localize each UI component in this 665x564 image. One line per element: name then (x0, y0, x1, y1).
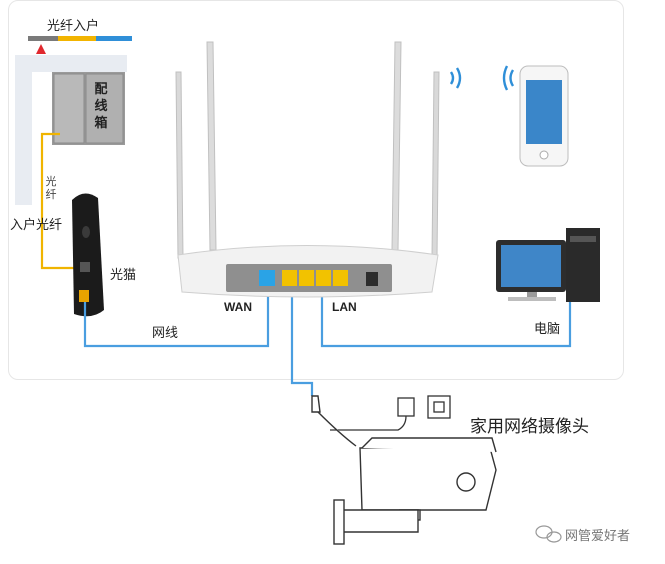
fiber-entry-strip (28, 36, 132, 41)
fiber-vertical-label: 光纤 (45, 176, 57, 201)
optical-modem-icon (72, 193, 104, 317)
fiber-cable (40, 132, 80, 270)
modem-to-wan-cable (83, 282, 270, 348)
wechat-icon (535, 525, 562, 543)
optical-modem-label: 光猫 (110, 267, 137, 282)
distribution-box-label: 配线箱 (94, 81, 108, 130)
lan-to-computer-cable (320, 282, 572, 348)
ip-camera-icon (311, 395, 497, 545)
building-wall (15, 55, 127, 205)
router-icon (175, 41, 440, 298)
fiber-entry-marker (36, 44, 46, 54)
camera-label: 家用网络摄像头 (470, 417, 589, 436)
lan-to-camera-cable (290, 290, 314, 396)
wan-label: WAN (224, 300, 252, 314)
wall-socket-icon (427, 395, 451, 419)
watermark-label: 网管爱好者 (565, 528, 631, 543)
wifi-waves-icon (449, 65, 515, 91)
fiber-entry-label: 光纤入户 (47, 18, 100, 33)
computer-label: 电脑 (534, 321, 561, 336)
smartphone-icon (519, 65, 569, 167)
lan-label: LAN (332, 300, 357, 314)
distribution-box-icon (52, 72, 125, 145)
home-fiber-label: 入户光纤 (10, 217, 63, 232)
power-adapter-icon (330, 397, 415, 431)
desktop-computer-icon (496, 228, 600, 302)
network-cable-label: 网线 (152, 325, 179, 340)
